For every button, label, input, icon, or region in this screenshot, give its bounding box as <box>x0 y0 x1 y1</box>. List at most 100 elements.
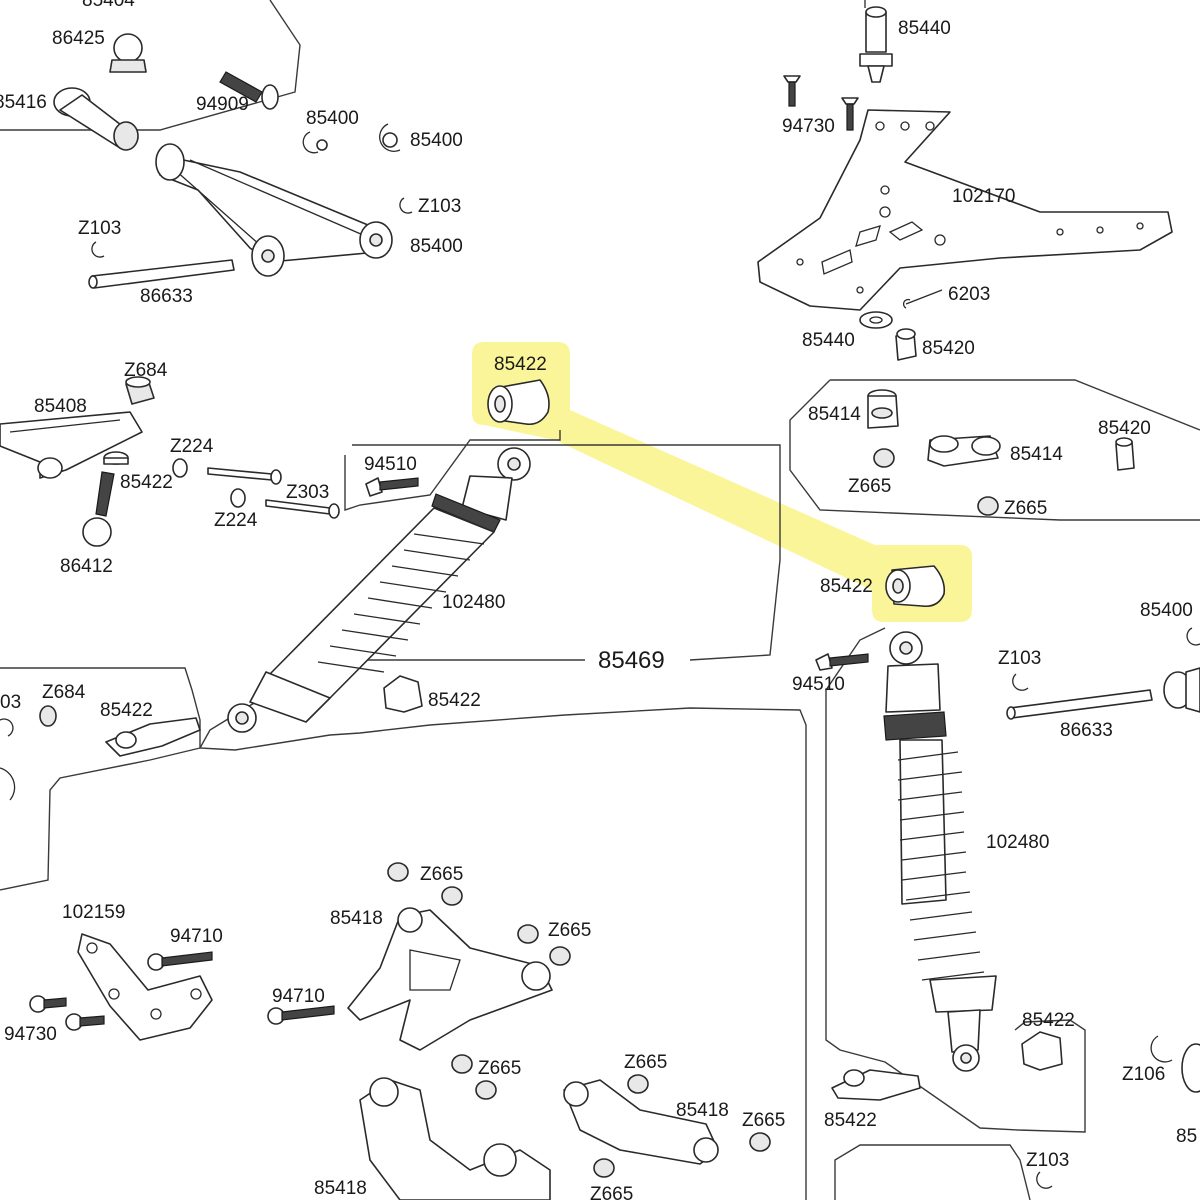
nut-z665-i <box>627 1074 649 1094</box>
frame-right-shock <box>825 627 1086 1133</box>
label-94730-top: 94730 <box>782 116 835 137</box>
bulkhead-85418-c <box>359 1077 551 1200</box>
hinge-pin-86633-a <box>88 259 235 289</box>
nut-z665-a <box>873 448 895 468</box>
e-clip-85400-a <box>302 131 328 154</box>
label-85469: 85469 <box>598 647 665 674</box>
hinge-pin-86633-b <box>1006 689 1153 720</box>
shock-102480-right <box>883 631 997 1072</box>
label-85440-b: 85440 <box>802 330 855 351</box>
label-85420-b: 85420 <box>1098 418 1151 439</box>
bulkhead-85418-b <box>563 1079 719 1165</box>
label-z103-d: Z103 <box>1026 1150 1069 1171</box>
label-94510-a: 94510 <box>364 454 417 475</box>
washer-85440 <box>859 311 893 329</box>
label-94710-a: 94710 <box>170 926 223 947</box>
label-102170: 102170 <box>952 186 1015 207</box>
rod-end-85416 <box>53 87 139 151</box>
washer-z224-b <box>230 488 246 508</box>
mount-85422-e <box>105 717 201 757</box>
bulkhead-85418-a <box>347 907 553 1051</box>
arm-85400-right <box>1163 627 1200 713</box>
screw-94909 <box>219 71 279 110</box>
nut-z665-j <box>749 1132 771 1152</box>
label-z684-a: Z684 <box>124 360 168 381</box>
label-102480-a: 102480 <box>442 592 505 613</box>
nut-z665-h <box>475 1080 497 1100</box>
screw-94730-a <box>783 75 801 107</box>
label-85418-c: 85418 <box>314 1178 367 1199</box>
label-z103-a: Z103 <box>418 196 461 217</box>
label-6203: 6203 <box>948 284 990 305</box>
label-z665-a: Z665 <box>848 476 891 497</box>
label-03-cut: 03 <box>0 692 21 713</box>
servo-saver-85414-a <box>867 389 899 429</box>
label-z103-c: Z103 <box>998 648 1041 669</box>
label-94730-b: 94730 <box>4 1024 57 1045</box>
spacer-85422-c <box>103 451 129 465</box>
label-z106: Z106 <box>1122 1064 1165 1085</box>
label-94710-b: 94710 <box>272 986 325 1007</box>
label-86633-a: 86633 <box>140 286 193 307</box>
screw-z303-b <box>265 499 340 519</box>
label-85422-highlight-bottom: 85422 <box>820 576 873 597</box>
boot-85422-f <box>1021 1031 1063 1071</box>
partial-ring-left <box>0 767 16 801</box>
label-z103-b: Z103 <box>78 218 121 239</box>
ball-stud-86412 <box>82 471 115 547</box>
label-102480-b: 102480 <box>986 832 1049 853</box>
label-85420-a: 85420 <box>922 338 975 359</box>
ball-stud-86425 <box>109 33 147 73</box>
label-85440-top: 85440 <box>898 18 951 39</box>
highlight-callout <box>472 342 972 622</box>
label-94909: 94909 <box>196 94 249 115</box>
e-clip-z103-d <box>1036 1171 1053 1189</box>
nut-z665-d <box>441 886 463 906</box>
label-85-cut: 85 <box>1176 1126 1197 1147</box>
frame-right-bottom <box>834 1144 1031 1200</box>
label-85414-a: 85414 <box>808 404 861 425</box>
label-z665-b: Z665 <box>1004 498 1047 519</box>
nut-z684-a <box>125 376 155 405</box>
boot-85422-d <box>383 675 423 713</box>
front-a-arm-85400 <box>155 143 393 277</box>
nut-z665-e <box>517 924 539 944</box>
washer-z224-a <box>172 458 188 478</box>
screw-94730-b <box>841 97 859 131</box>
label-85404: 85404 <box>82 0 135 11</box>
frame-left-bottom <box>0 667 201 891</box>
label-85422-g: 85422 <box>824 1110 877 1131</box>
nut-z665-c <box>387 862 409 882</box>
label-85416: 85416 <box>0 92 47 113</box>
label-z665-g: Z665 <box>742 1110 785 1131</box>
label-86412: 86412 <box>60 556 113 577</box>
screw-94710-a <box>147 951 213 971</box>
label-z665-h: Z665 <box>590 1184 633 1200</box>
label-85422-f: 85422 <box>1022 1010 1075 1031</box>
clip-6203 <box>902 289 943 309</box>
nut-z665-b <box>977 496 999 516</box>
e-clip-z103-b <box>91 241 105 258</box>
label-102159: 102159 <box>62 902 125 923</box>
label-85414-b: 85414 <box>1010 444 1063 465</box>
e-clip-z106 <box>1150 1035 1173 1063</box>
label-85400-c: 85400 <box>410 236 463 257</box>
label-85408: 85408 <box>34 396 87 417</box>
bracket-102159 <box>77 933 213 1041</box>
label-85422-e: 85422 <box>100 700 153 721</box>
label-85422-d: 85422 <box>428 690 481 711</box>
e-clip-z103-a <box>399 197 413 214</box>
chassis-plate-102170 <box>757 109 1173 311</box>
nut-z665-f <box>549 946 571 966</box>
post-85440-top <box>859 6 893 83</box>
frame-shock-group-left <box>344 430 561 511</box>
e-clip-z103-c <box>1012 673 1029 691</box>
label-85422-c: 85422 <box>120 472 173 493</box>
screw-94730-c <box>29 995 67 1013</box>
shock-102480-left <box>227 447 531 733</box>
upper-arm-85408 <box>0 411 143 479</box>
partial-part-right <box>1181 1043 1200 1093</box>
partial-eclip-left <box>0 718 14 737</box>
post-85420-a <box>895 328 917 361</box>
